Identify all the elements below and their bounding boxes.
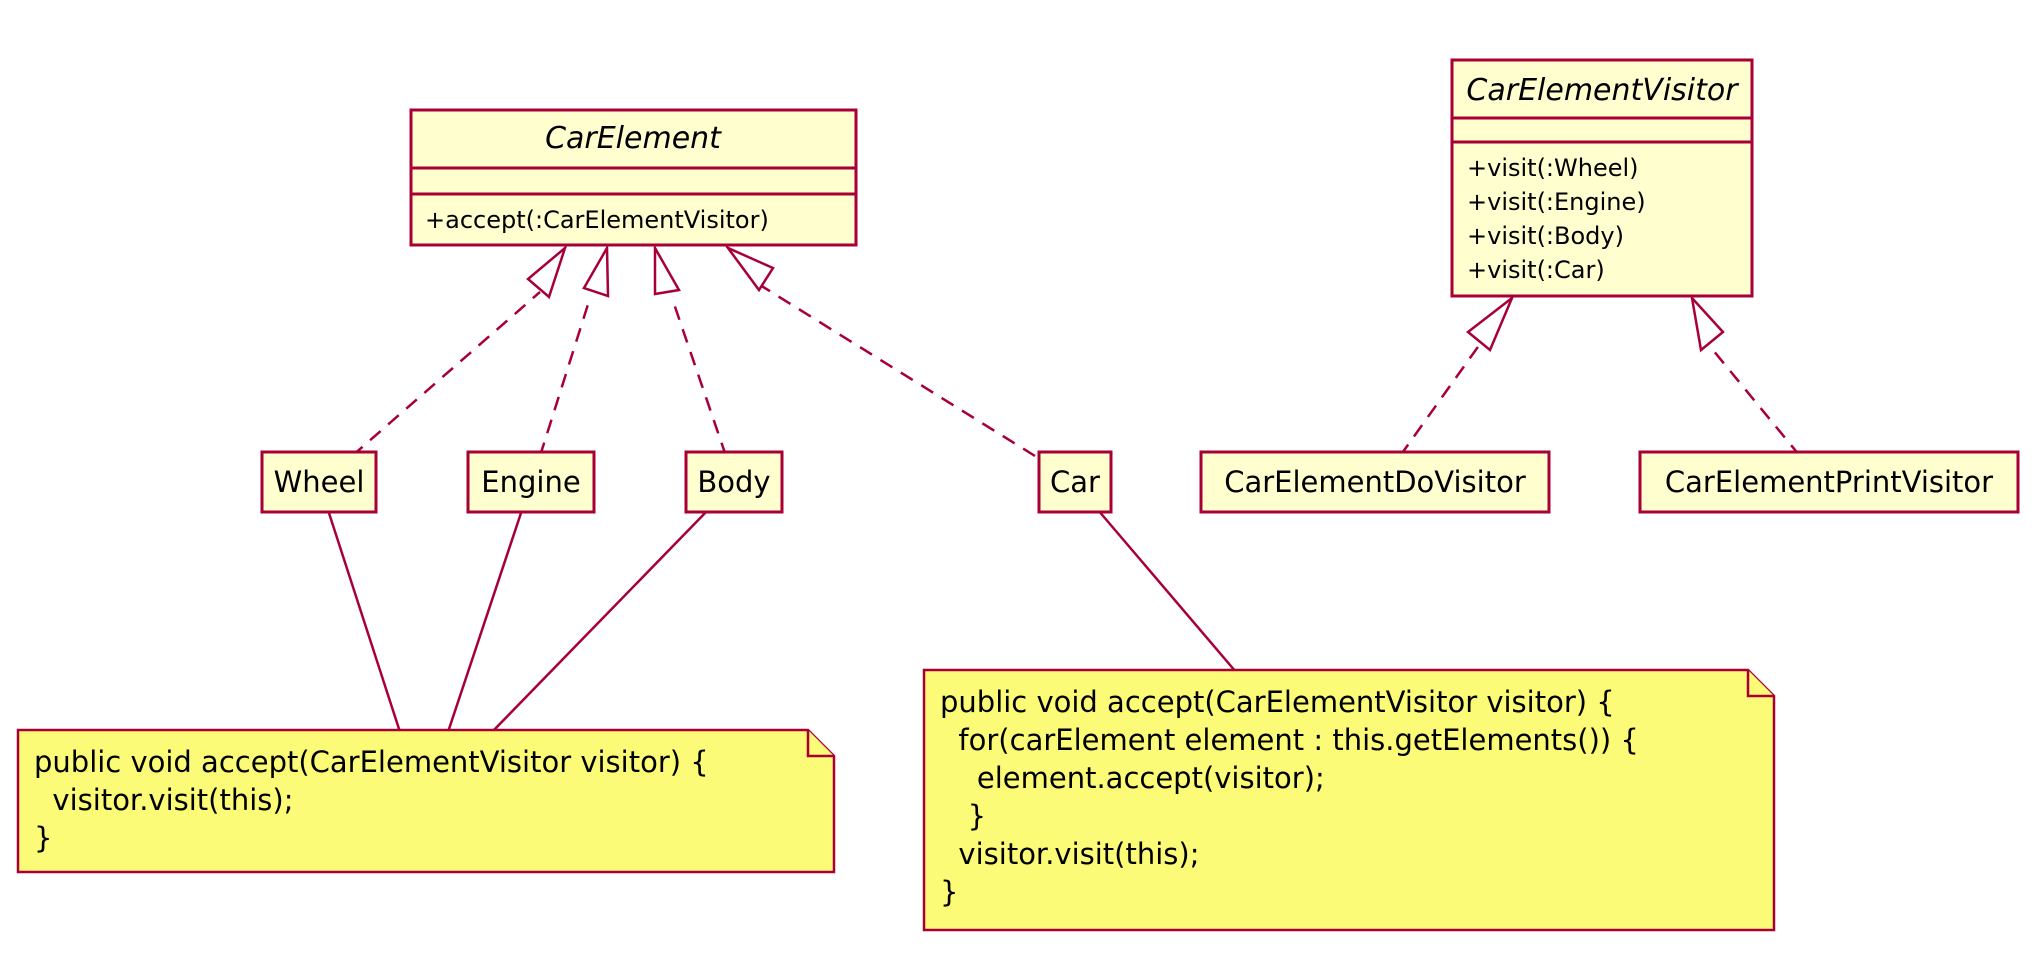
method-visit-body: +visit(:Body) bbox=[1467, 222, 1624, 250]
class-name-wheel: Wheel bbox=[274, 465, 365, 499]
arrowhead-engine bbox=[582, 243, 610, 298]
method-accept: +accept(:CarElementVisitor) bbox=[425, 206, 769, 234]
note-connectors bbox=[326, 509, 1237, 733]
note-car-accept-line-4: } bbox=[940, 799, 986, 833]
method-visit-car: +visit(:Car) bbox=[1467, 256, 1605, 284]
edge-body-carelement bbox=[670, 297, 728, 457]
arrowhead-body bbox=[653, 243, 681, 296]
class-name-car: Car bbox=[1050, 465, 1100, 499]
class-car: Car bbox=[1037, 450, 1113, 514]
note-car-accept-line-5: visitor.visit(this); bbox=[940, 837, 1200, 871]
class-name-body: Body bbox=[697, 465, 770, 499]
connector-body-note bbox=[491, 509, 709, 733]
realization-arrowheads bbox=[526, 243, 1725, 353]
class-name-engine: Engine bbox=[481, 465, 580, 499]
class-engine: Engine bbox=[466, 450, 596, 514]
class-carelementdovisitor: CarElementDoVisitor bbox=[1199, 450, 1551, 514]
class-carelement: CarElement +accept(:CarElementVisitor) bbox=[409, 108, 858, 247]
arrowhead-printvisitor bbox=[1690, 293, 1725, 353]
edge-car-carelement bbox=[751, 278, 1036, 458]
class-name-carelementvisitor: CarElementVisitor bbox=[1466, 73, 1739, 108]
edge-engine-carelement bbox=[538, 297, 592, 457]
class-name-carelement: CarElement bbox=[545, 121, 722, 156]
note-car-accept: public void accept(CarElementVisitor vis… bbox=[922, 668, 1776, 932]
edge-printvisitor-visitor bbox=[1707, 343, 1801, 457]
class-carelementvisitor: CarElementVisitor +visit(:Wheel) +visit(… bbox=[1450, 58, 1754, 298]
note-part-accept-line-3: } bbox=[34, 821, 52, 855]
note-car-accept-line-2: for(carElement element : this.getElement… bbox=[940, 723, 1639, 757]
note-car-accept-line-3: element.accept(visitor); bbox=[940, 761, 1325, 795]
class-body: Body bbox=[684, 450, 784, 514]
edge-dovisitor-visitor bbox=[1398, 343, 1482, 457]
class-name-carelementprintvisitor: CarElementPrintVisitor bbox=[1665, 465, 1993, 499]
arrowhead-dovisitor bbox=[1465, 294, 1516, 353]
realization-edges bbox=[351, 278, 1801, 458]
arrowhead-wheel bbox=[526, 244, 568, 300]
method-visit-engine: +visit(:Engine) bbox=[1467, 188, 1646, 216]
connector-engine-note bbox=[446, 509, 524, 733]
method-visit-wheel: +visit(:Wheel) bbox=[1467, 154, 1639, 182]
class-wheel: Wheel bbox=[260, 450, 378, 514]
class-carelementprintvisitor: CarElementPrintVisitor bbox=[1638, 450, 2020, 514]
connector-wheel-note bbox=[326, 509, 402, 733]
note-car-accept-line-6: } bbox=[940, 875, 958, 909]
note-car-accept-line-1: public void accept(CarElementVisitor vis… bbox=[940, 685, 1615, 719]
note-part-accept: public void accept(CarElementVisitor vis… bbox=[16, 728, 836, 874]
note-part-accept-line-2: visitor.visit(this); bbox=[34, 783, 294, 817]
connector-car-note bbox=[1097, 509, 1237, 673]
edge-wheel-carelement bbox=[351, 291, 541, 457]
arrowhead-car bbox=[724, 244, 775, 293]
class-name-carelementdovisitor: CarElementDoVisitor bbox=[1224, 465, 1526, 499]
note-part-accept-line-1: public void accept(CarElementVisitor vis… bbox=[34, 745, 709, 779]
